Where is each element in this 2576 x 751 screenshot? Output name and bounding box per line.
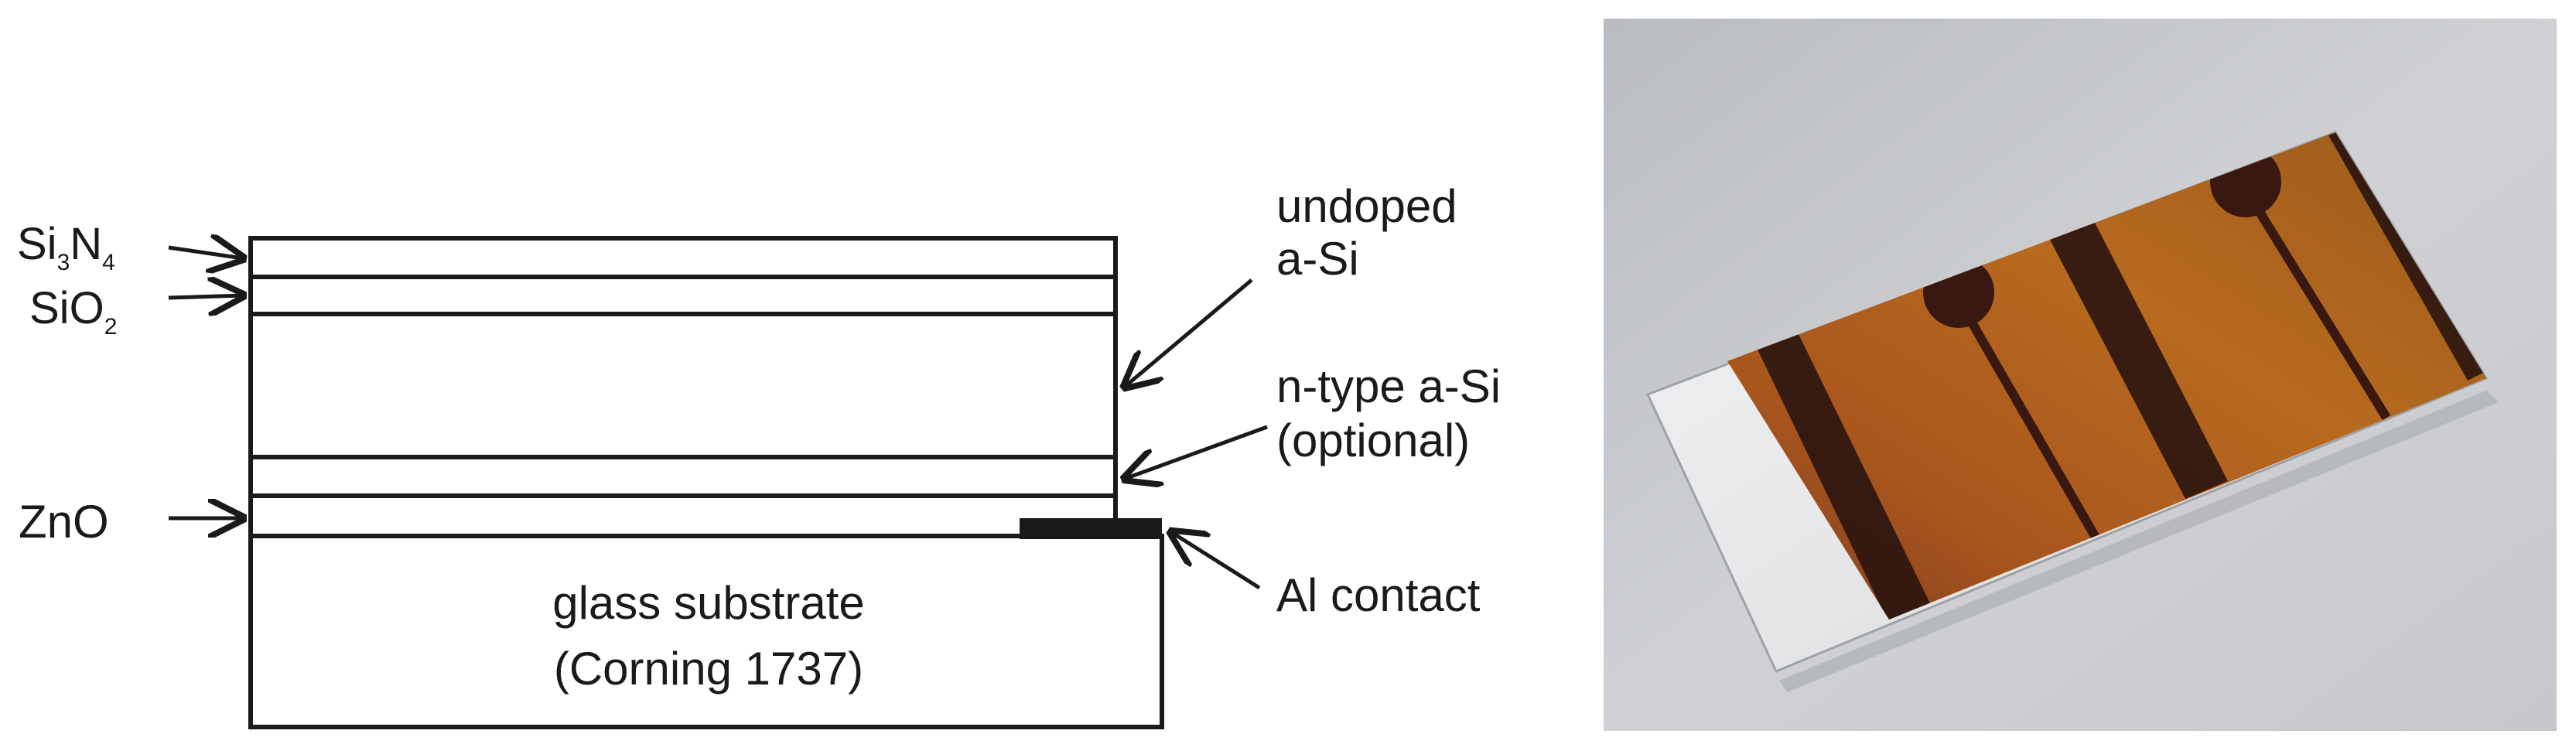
dark-stripe-2 — [2050, 223, 2228, 499]
sio2-arrow — [168, 295, 243, 298]
undoped-arrow — [1125, 278, 1253, 387]
layer-stack — [248, 236, 1164, 729]
si3n4-label: Si3N4 — [17, 219, 115, 275]
ntype-label-line1: n-type a-Si — [1276, 360, 1501, 412]
glass-substrate — [248, 534, 1164, 729]
al-contact-pad — [1020, 518, 1162, 539]
undoped-label-line2: a-Si — [1276, 233, 1359, 285]
al-contact-arrow — [1171, 532, 1261, 590]
al-contact-label: Al contact — [1276, 569, 1481, 621]
contact-finger-2 — [2251, 203, 2391, 421]
dark-stripe-1 — [1758, 334, 1930, 620]
substrate-label-line2: (Corning 1737) — [554, 643, 863, 695]
sample-photo — [1604, 19, 2557, 731]
contact-finger-1 — [1964, 315, 2103, 544]
upper-stack-outline — [248, 236, 1118, 538]
coated-film — [1727, 132, 2486, 620]
undoped-label-line1: undoped — [1276, 180, 1457, 232]
dark-stripe-3 — [2328, 132, 2486, 381]
substrate-label-line1: glass substrate — [552, 577, 865, 629]
ntype-label-line2: (optional) — [1276, 415, 1470, 466]
slide-shadow — [1779, 391, 2499, 692]
sio2-label: SiO2 — [29, 283, 117, 340]
ntype-arrow — [1125, 425, 1268, 479]
si3n4-arrow — [168, 247, 243, 258]
zno-label: ZnO — [19, 496, 109, 548]
